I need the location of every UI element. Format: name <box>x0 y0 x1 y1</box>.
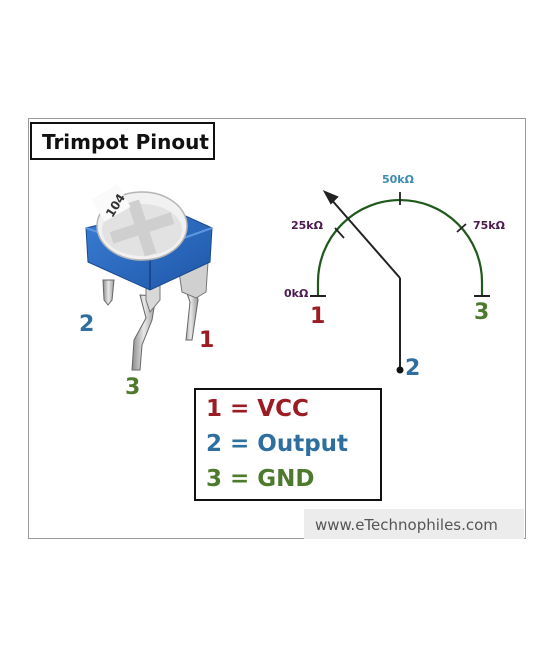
label-0k: 0kΩ <box>284 287 309 300</box>
label-50k: 50kΩ <box>382 173 415 186</box>
component-pin-label-2: 2 <box>79 312 95 337</box>
legend-row-vcc: 1 = VCC <box>206 396 309 422</box>
schematic-terminal-3: 3 <box>474 300 490 325</box>
watermark: www.eTechnophiles.com <box>304 509 524 539</box>
label-75k: 75kΩ <box>473 219 506 232</box>
resistance-arc <box>316 198 484 296</box>
trimpot-component <box>85 184 213 371</box>
tick-75k <box>456 223 467 233</box>
component-pin-label-3: 3 <box>125 375 141 400</box>
tick-25k <box>334 227 345 239</box>
label-25k: 25kΩ <box>291 219 324 232</box>
schematic-terminal-2: 2 <box>405 356 421 381</box>
legend-row-gnd: 3 = GND <box>206 466 315 492</box>
wiper-terminal-dot <box>396 366 404 374</box>
wiper-arrow-shaft <box>329 197 401 279</box>
potentiometer-schematic <box>310 189 490 374</box>
diagram-title: Trimpot Pinout <box>30 122 215 160</box>
schematic-terminal-1: 1 <box>310 304 326 329</box>
component-pin-2 <box>102 279 115 306</box>
legend-row-output: 2 = Output <box>206 431 349 457</box>
wiper-arrowhead <box>322 189 339 205</box>
component-pin-label-1: 1 <box>199 328 215 353</box>
pin-legend: 1 = VCC 2 = Output 3 = GND <box>194 388 382 501</box>
